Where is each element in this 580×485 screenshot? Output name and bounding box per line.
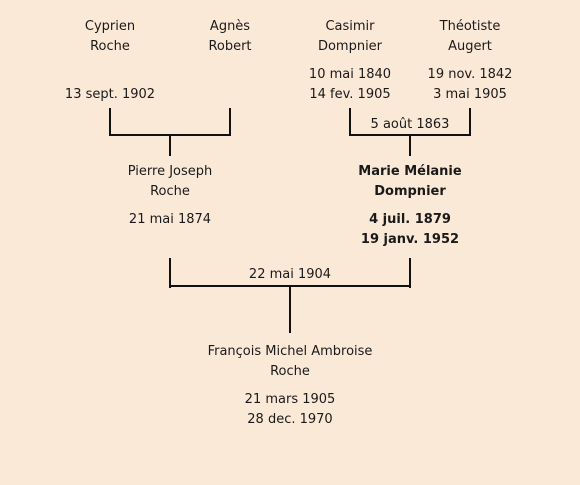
first-name: Cyprien: [84, 19, 136, 34]
birth-date: 10 mai 1840: [308, 67, 392, 82]
connector-line: [289, 285, 291, 333]
first-name: Agnès: [209, 19, 251, 34]
first-name: Casimir: [325, 19, 375, 34]
surname: Robert: [208, 39, 252, 54]
surname: Roche: [270, 364, 310, 379]
connector-line: [349, 108, 351, 136]
connector-line: [109, 108, 111, 136]
birth-date: 19 nov. 1842: [427, 67, 513, 82]
death-date: 13 sept. 1902: [64, 87, 156, 102]
connector-line: [229, 108, 231, 136]
connector-line: [169, 258, 171, 288]
first-name: Pierre Joseph: [127, 164, 213, 179]
death-date: 19 janv. 1952: [360, 232, 460, 247]
first-name: François Michel Ambroise: [207, 344, 373, 359]
first-name: Marie Mélanie: [358, 164, 462, 179]
connector-line: [169, 134, 171, 156]
first-name: Théotiste: [439, 19, 501, 34]
surname: Dompnier: [374, 184, 446, 199]
connector-line: [409, 258, 411, 288]
birth-date: 4 juil. 1879: [369, 212, 451, 227]
birth-date: 21 mars 1905: [244, 392, 336, 407]
surname: Dompnier: [317, 39, 383, 54]
surname: Augert: [448, 39, 492, 54]
marriage-date: 5 août 1863: [370, 117, 450, 132]
connector-line: [469, 108, 471, 136]
surname: Roche: [150, 184, 190, 199]
death-date: 3 mai 1905: [433, 87, 507, 102]
death-date: 28 dec. 1970: [247, 412, 333, 427]
marriage-date: 22 mai 1904: [248, 267, 332, 282]
surname: Roche: [90, 39, 130, 54]
connector-line: [409, 134, 411, 156]
birth-date: 21 mai 1874: [128, 212, 212, 227]
death-date: 14 fev. 1905: [309, 87, 391, 102]
